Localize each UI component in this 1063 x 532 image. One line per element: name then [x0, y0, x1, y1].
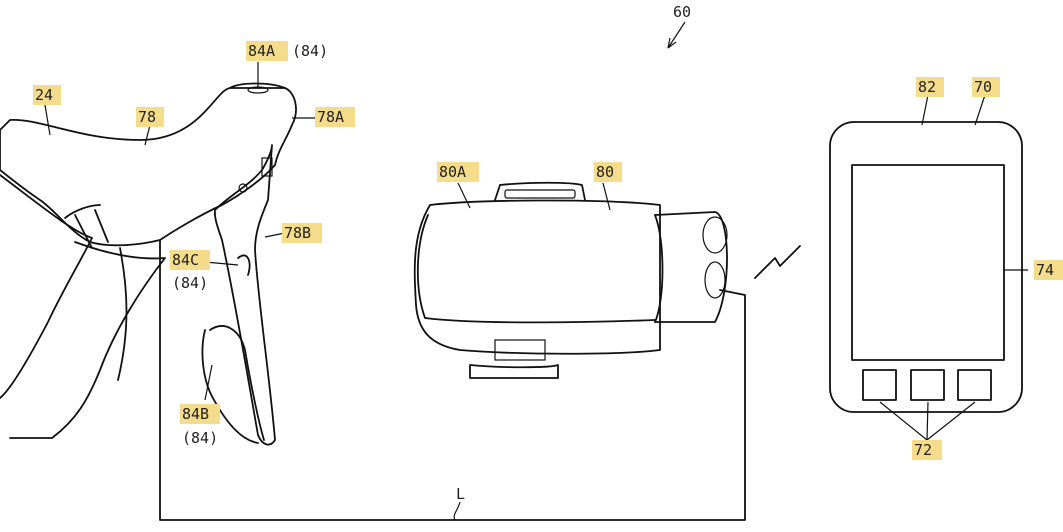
label-78A: 78A — [317, 108, 344, 126]
leader-lines — [44, 21, 1028, 441]
label-bg-72 — [912, 440, 942, 460]
label-bg-80 — [594, 162, 622, 182]
label-bg-84C — [170, 250, 210, 270]
label-84A: 84A — [248, 42, 275, 60]
button-left — [862, 369, 897, 401]
handlebar-drop — [0, 174, 166, 439]
label-80A: 80A — [439, 163, 466, 181]
label-bg-80A — [437, 162, 479, 182]
label-60: 60 — [673, 3, 691, 21]
button-middle — [910, 369, 945, 401]
label-74: 74 — [1036, 261, 1054, 279]
label-bg-82 — [916, 77, 944, 97]
bracket-body — [0, 82, 297, 249]
label-bg-24 — [33, 85, 61, 105]
label-bg-78A — [315, 107, 355, 127]
label-bg-78 — [136, 107, 164, 127]
label-82: 82 — [918, 78, 936, 96]
label-72: 72 — [914, 441, 932, 459]
label-78: 78 — [138, 108, 156, 126]
signal-wire — [159, 239, 746, 521]
label-24: 24 — [35, 86, 53, 104]
label-bg-78B — [282, 223, 322, 243]
display-device — [829, 121, 1023, 413]
label-84C-paren: (84) — [172, 274, 208, 292]
label-84A-paren: (84) — [292, 42, 328, 60]
button-right — [957, 369, 992, 401]
label-84B-paren: (84) — [182, 429, 218, 447]
wire-l-leader — [453, 501, 461, 521]
brake-lever — [201, 144, 276, 446]
label-bg-74 — [1034, 260, 1063, 280]
wireless-link-icon — [754, 245, 801, 279]
label-L: L — [456, 485, 465, 503]
label-bg-70 — [972, 77, 1000, 97]
label-84B: 84B — [182, 405, 209, 423]
label-78B: 78B — [284, 224, 311, 242]
label-80: 80 — [596, 163, 614, 181]
label-70: 70 — [974, 78, 992, 96]
wireless-unit — [413, 181, 728, 379]
label-bg-84B — [180, 404, 220, 424]
label-84C: 84C — [172, 251, 199, 269]
label-bg-84A — [246, 41, 288, 61]
